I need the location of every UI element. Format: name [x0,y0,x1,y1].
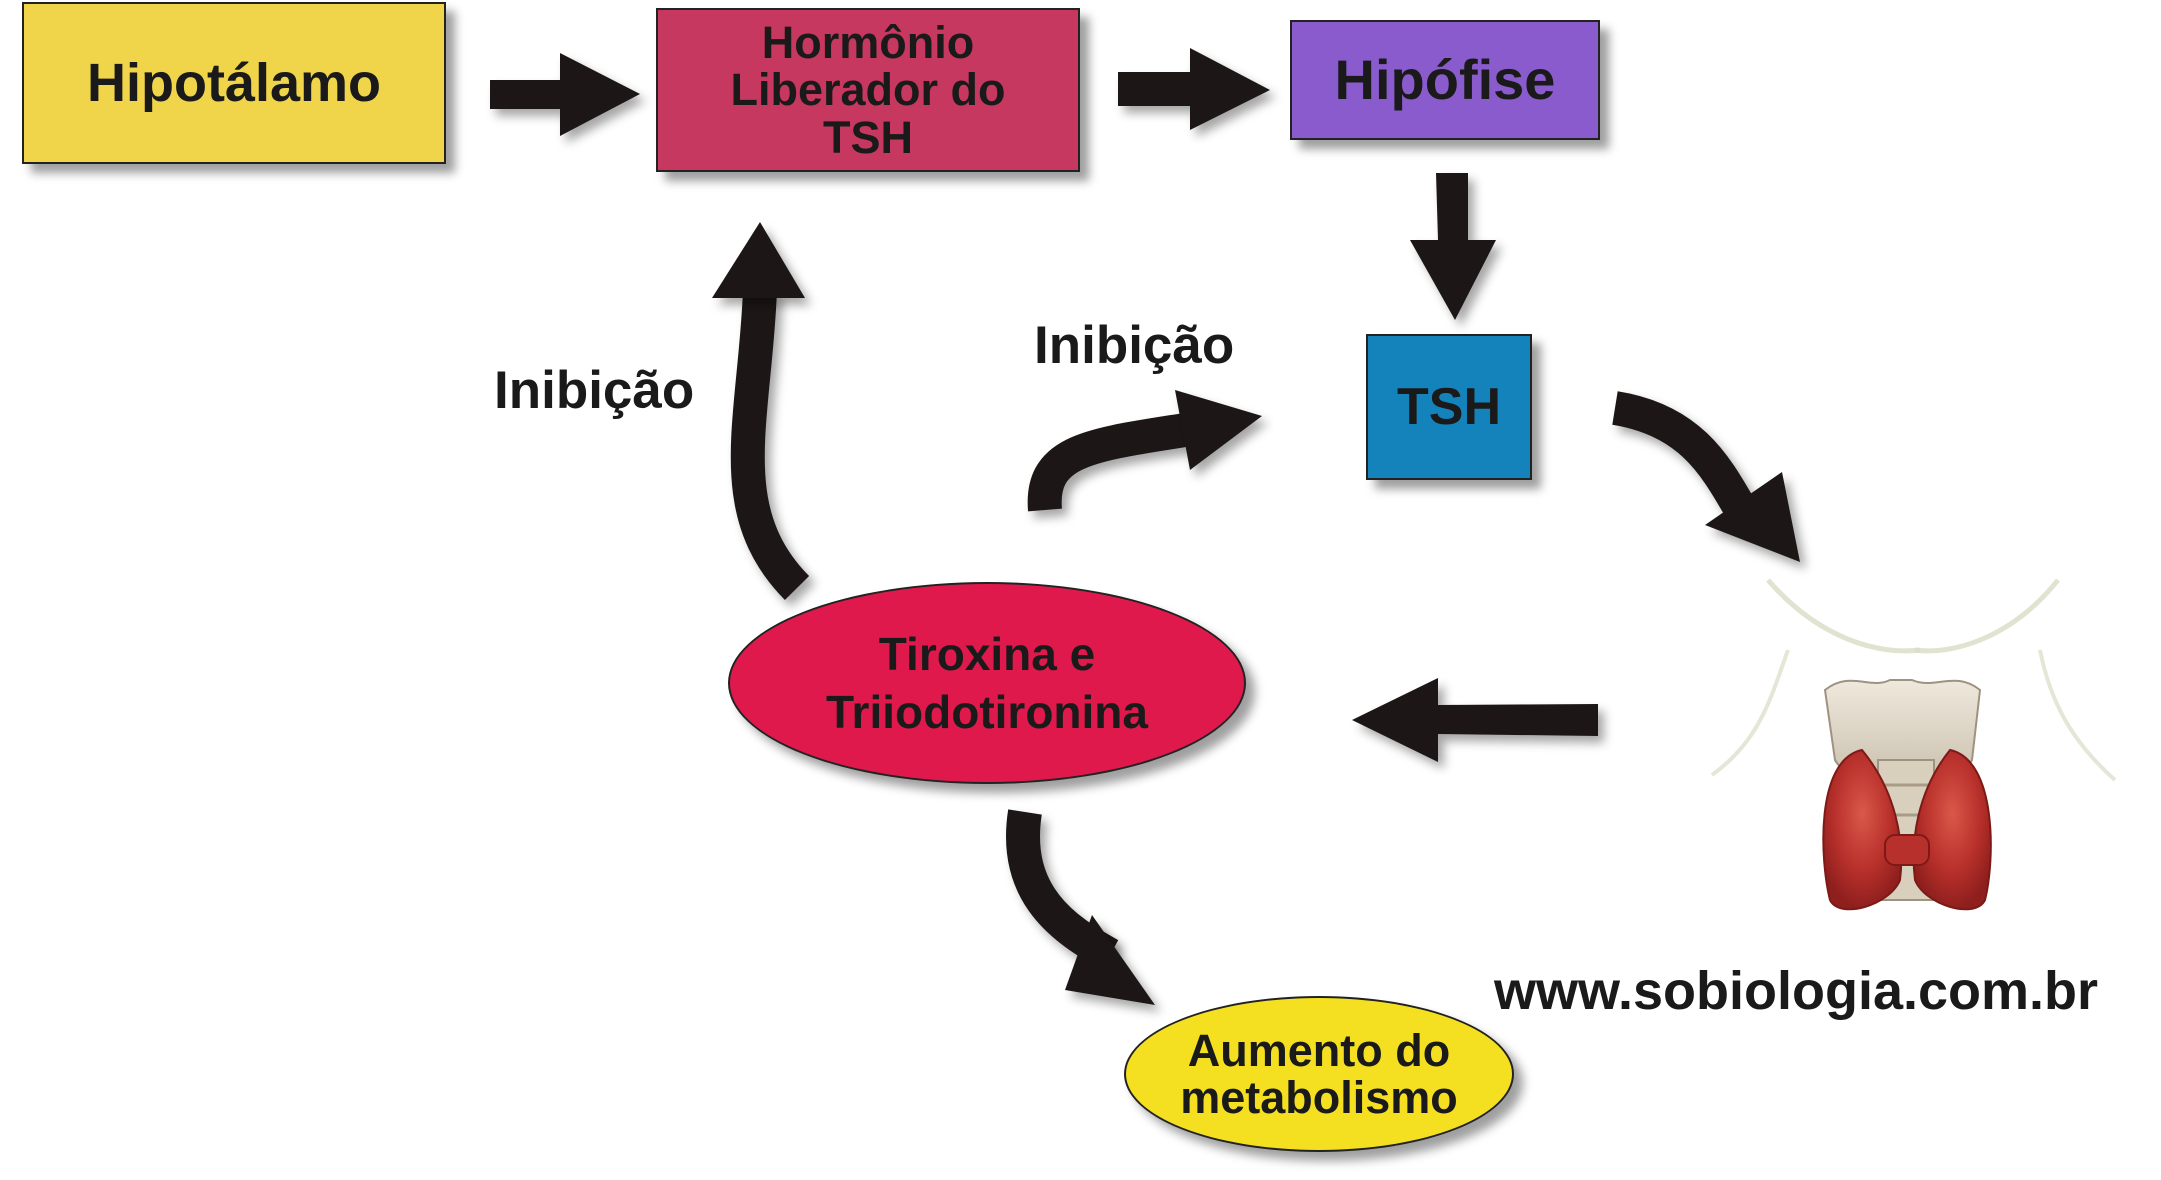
node-aumento-line-2: metabolismo [1180,1072,1458,1123]
label-inibicao-left: Inibição [494,361,695,420]
node-tiroxina-line-1: Tiroxina e [878,627,1096,680]
node-hormonio-line-1: Hormônio [761,17,975,69]
node-hipofise-label: Hipófise [1334,47,1556,111]
node-tsh: TSH [1366,334,1532,480]
arrow-thyroid-to-hormones [1352,678,1598,762]
node-hipotalamo: Hipotálamo [22,2,446,164]
arrow-hipofise-to-tsh [1410,173,1496,320]
node-hormonio-liberador: Hormônio Liberador do TSH [656,8,1080,172]
website-url: www.sobiologia.com.br [1494,961,2099,1021]
arrow-hipotalamo-to-hormonio [490,53,640,136]
node-hipotalamo-label: Hipotálamo [86,52,382,113]
node-hormonio-line-2: Liberador do [730,64,1006,116]
arrow-inhibition-center-shaft [1027,413,1188,512]
arrow-hormones-to-metabolism-head [1065,915,1155,1005]
arrow-tsh-to-thyroid-head [1705,472,1800,562]
node-hormonio-line-3: TSH [823,111,913,163]
arrow-hormonio-to-hipofise [1118,48,1270,130]
node-aumento-line-1: Aumento do [1187,1024,1451,1076]
node-tiroxina-line-2: Triiodotironina [826,686,1148,738]
node-aumento-metabolismo: Aumento do metabolismo [1124,996,1514,1152]
label-inibicao-center: Inibição [1034,316,1235,375]
arrow-tsh-to-thyroid-shaft [1611,391,1755,517]
node-tsh-label: TSH [1397,377,1501,436]
thyroid-gland-icon [1710,578,2117,911]
arrow-inhibition-center-head [1175,390,1262,470]
node-tiroxina-triiodotironina: Tiroxina e Triiodotironina [728,582,1246,784]
node-hipofise: Hipófise [1290,20,1600,140]
arrow-inhibition-left-head [712,222,805,298]
arrow-inhibition-left-shaft [730,289,810,600]
